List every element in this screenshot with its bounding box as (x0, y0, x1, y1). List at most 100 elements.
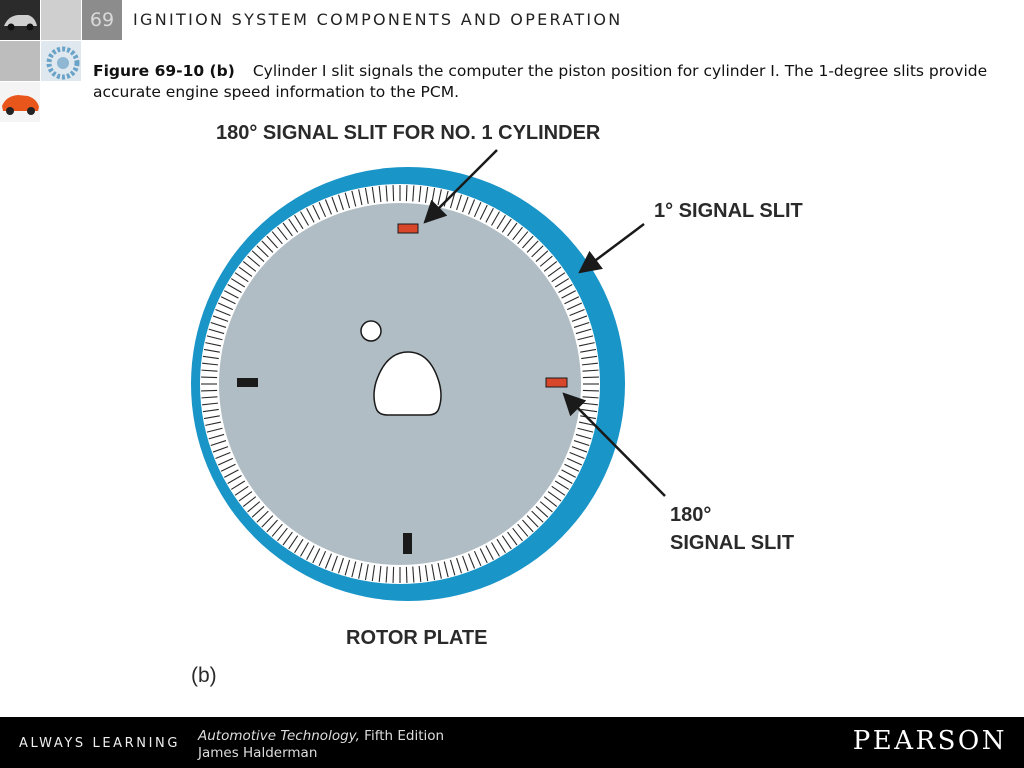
slit-tick (378, 565, 382, 582)
slit-tick (331, 196, 338, 213)
slit-tick (202, 355, 219, 360)
slit-tick (351, 561, 357, 578)
chapter-title: IGNITION SYSTEM COMPONENTS AND OPERATION (133, 10, 623, 29)
slit-tick (251, 506, 265, 518)
footer-bar: ALWAYS LEARNING Automotive Technology, F… (0, 717, 1024, 768)
slit-tick (210, 440, 227, 447)
slit-tick (215, 452, 231, 460)
slit-tick (558, 475, 573, 484)
slit-tick (220, 463, 236, 472)
slit-tick (344, 559, 351, 576)
slit-tick (431, 564, 436, 581)
slit-tick (392, 185, 395, 202)
publisher-logo: PEARSON (852, 726, 1007, 756)
slit-tick (581, 355, 598, 360)
slit-tick (205, 421, 222, 426)
slit-tick (358, 189, 363, 206)
slit-tick (577, 335, 594, 341)
slit-tick (371, 565, 376, 582)
slit-tick (201, 389, 218, 392)
car-thumbnail (0, 0, 40, 40)
signal-slit-left (237, 378, 258, 387)
slit-tick (573, 321, 590, 328)
signal-slit-180-right (545, 377, 568, 388)
slit-tick (479, 548, 488, 564)
slit-tick (582, 376, 599, 379)
chapter-number-badge: 69 (82, 0, 122, 40)
slit-tick (535, 250, 549, 262)
slit-tick (412, 566, 415, 583)
slit-tick (558, 284, 573, 293)
slit-tick (306, 208, 315, 223)
gray-thumbnail-2 (0, 41, 40, 81)
slit-tick (449, 192, 456, 209)
slit-tick (312, 548, 321, 564)
slit-tick (517, 523, 529, 537)
slit-tick (318, 201, 327, 218)
slit-tick (573, 440, 590, 447)
red-car-thumbnail (0, 82, 40, 122)
slit-tick (217, 302, 234, 311)
slit-tick (224, 469, 239, 478)
slit-tick (288, 535, 299, 550)
label-no1-cylinder-slit: 180° SIGNAL SLIT FOR NO. 1 CYLINDER (216, 122, 601, 144)
slit-tick (424, 565, 429, 582)
slit-tick (418, 186, 422, 203)
small-hole (360, 320, 382, 342)
center-hole (373, 351, 442, 416)
slit-tick (526, 515, 539, 528)
slit-tick (318, 550, 327, 567)
slit-tick (581, 362, 598, 366)
book-edition: Fifth Edition (364, 728, 445, 744)
slit-tick (247, 255, 261, 267)
slit-tick (385, 185, 388, 202)
slit-tick (208, 433, 225, 440)
slit-tick (531, 245, 544, 258)
label-180-signal-slit: SIGNAL SLIT (670, 532, 794, 554)
slit-tick (526, 240, 539, 253)
slit-tick (300, 542, 309, 557)
book-title: Automotive Technology, (198, 728, 360, 744)
label-1deg-slit: 1° SIGNAL SLIT (654, 200, 803, 222)
caption-text: Cylinder I slit signals the computer the… (93, 62, 988, 101)
slit-tick (215, 308, 231, 316)
slit-tick (564, 296, 580, 305)
slit-tick (324, 199, 332, 215)
slit-tick (473, 201, 482, 218)
slit-tick (479, 204, 488, 220)
slit-tick (227, 284, 242, 293)
slit-tick (306, 545, 315, 560)
slit-tick (468, 199, 476, 215)
slit-tick (507, 531, 518, 546)
slit-tick (517, 231, 529, 245)
slit-tick (405, 185, 408, 202)
slit-tick (201, 369, 218, 372)
label-rotor-plate: ROTOR PLATE (346, 627, 487, 649)
book-author: James Halderman (198, 745, 318, 761)
slit-tick (234, 272, 249, 283)
slit-tick (437, 562, 442, 579)
slit-tick (282, 531, 293, 546)
slit-tick (238, 266, 253, 277)
slit-tick (551, 485, 566, 496)
slit-tick (277, 226, 288, 241)
slit-tick (501, 218, 512, 233)
slit-tick (203, 348, 220, 353)
slit-tick (312, 204, 321, 220)
slit-tick (582, 369, 599, 372)
slit-tick (554, 480, 570, 490)
rotor-plate-diagram: 180° SIGNAL SLIT FOR NO. 1 CYLINDER 1° S… (191, 122, 803, 687)
slit-tick (539, 255, 553, 267)
slit-tick (412, 185, 415, 202)
slit-tick (456, 194, 463, 211)
slit-tick (234, 485, 249, 496)
slit-tick (578, 421, 595, 426)
slit-tick (522, 235, 534, 249)
slit-tick (539, 501, 553, 513)
slit-tick (547, 491, 562, 502)
slit-tick (271, 523, 283, 537)
slit-tick (261, 240, 274, 253)
slit-tick (206, 427, 223, 433)
slit-tick (392, 566, 395, 583)
slit-tick (337, 557, 344, 574)
